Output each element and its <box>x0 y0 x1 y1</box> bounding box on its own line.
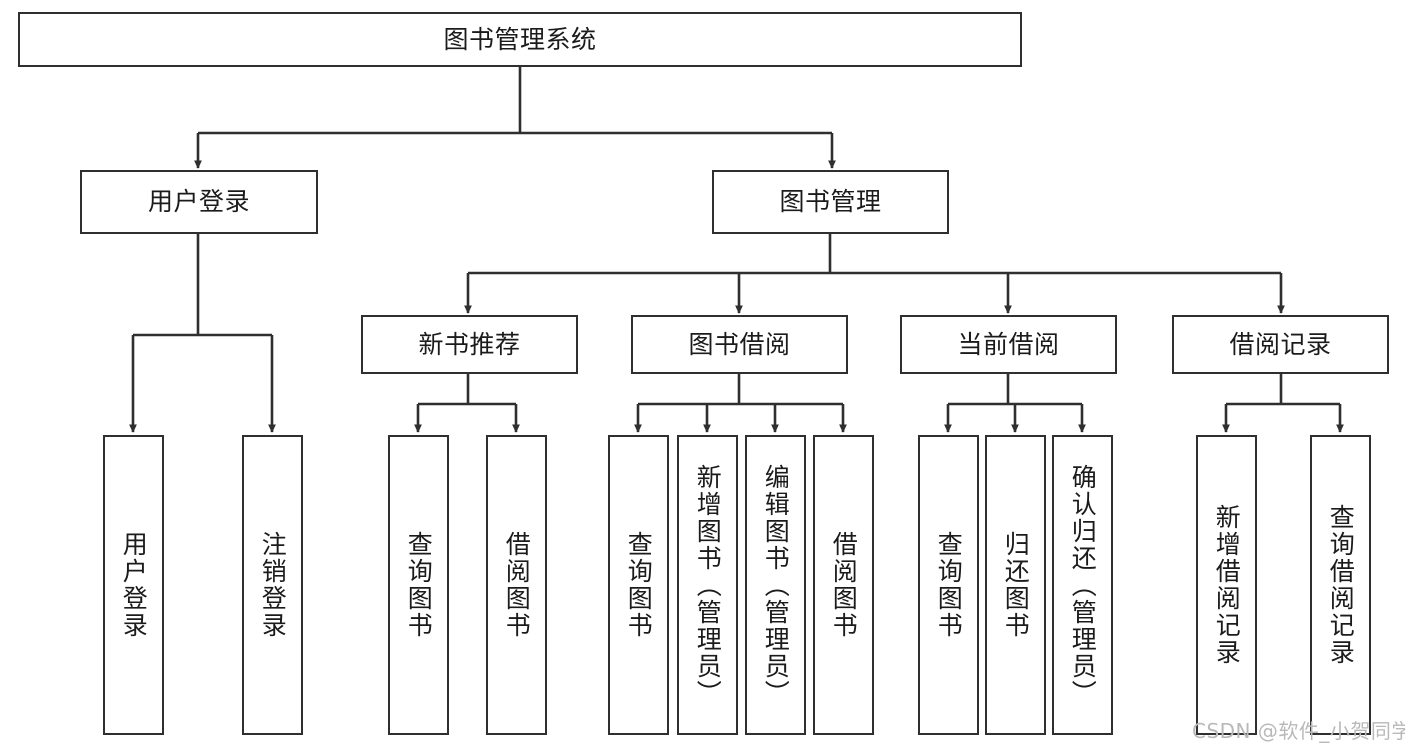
leaf-label: 查询图书 <box>404 531 434 639</box>
csdn-watermark: CSDN @软件_小贺同学 <box>1192 719 1405 743</box>
leaf-label: 借阅图书 <box>829 531 859 639</box>
leaf-user-login-login[interactable]: 用户登录 <box>103 435 164 735</box>
leaf-record-add[interactable]: 新增借阅记录 <box>1196 435 1257 735</box>
leaf-label: 确认归还（管理员） <box>1068 463 1098 707</box>
leaf-new-book-borrow[interactable]: 借阅图书 <box>486 435 547 735</box>
node-book-management-label: 图书管理 <box>779 187 882 217</box>
node-root[interactable]: 图书管理系统 <box>18 12 1022 67</box>
leaf-label: 新增借阅记录 <box>1212 504 1242 666</box>
leaf-label: 借阅图书 <box>502 531 532 639</box>
leaf-label: 编辑图书（管理员） <box>761 463 791 707</box>
leaf-borrow-borrow-book[interactable]: 借阅图书 <box>813 435 874 735</box>
leaf-current-query[interactable]: 查询图书 <box>918 435 979 735</box>
leaf-current-confirm-return-admin[interactable]: 确认归还（管理员） <box>1052 435 1113 735</box>
node-book-borrow[interactable]: 图书借阅 <box>631 315 848 374</box>
node-user-login[interactable]: 用户登录 <box>80 170 318 234</box>
node-book-management[interactable]: 图书管理 <box>712 170 949 234</box>
node-root-label: 图书管理系统 <box>443 24 597 54</box>
node-user-login-label: 用户登录 <box>147 187 250 217</box>
leaf-label: 查询借阅记录 <box>1326 504 1356 666</box>
leaf-record-query[interactable]: 查询借阅记录 <box>1310 435 1371 735</box>
node-book-borrow-label: 图书借阅 <box>688 329 791 359</box>
leaf-label: 归还图书 <box>1001 531 1031 639</box>
leaf-label: 查询图书 <box>934 531 964 639</box>
node-new-book-recommend-label: 新书推荐 <box>418 329 521 359</box>
leaf-borrow-add-book-admin[interactable]: 新增图书（管理员） <box>677 435 738 735</box>
leaf-current-return[interactable]: 归还图书 <box>985 435 1046 735</box>
node-borrow-record-label: 借阅记录 <box>1229 329 1332 359</box>
leaf-borrow-edit-book-admin[interactable]: 编辑图书（管理员） <box>745 435 806 735</box>
node-current-borrow-label: 当前借阅 <box>957 329 1060 359</box>
leaf-borrow-query[interactable]: 查询图书 <box>608 435 669 735</box>
leaf-user-login-logout[interactable]: 注销登录 <box>242 435 303 735</box>
leaf-label: 注销登录 <box>258 531 288 639</box>
leaf-new-book-query[interactable]: 查询图书 <box>388 435 449 735</box>
node-borrow-record[interactable]: 借阅记录 <box>1172 315 1389 374</box>
node-new-book-recommend[interactable]: 新书推荐 <box>361 315 578 374</box>
leaf-label: 查询图书 <box>624 531 654 639</box>
leaf-label: 新增图书（管理员） <box>693 463 723 707</box>
leaf-label: 用户登录 <box>119 531 149 639</box>
node-current-borrow[interactable]: 当前借阅 <box>900 315 1117 374</box>
